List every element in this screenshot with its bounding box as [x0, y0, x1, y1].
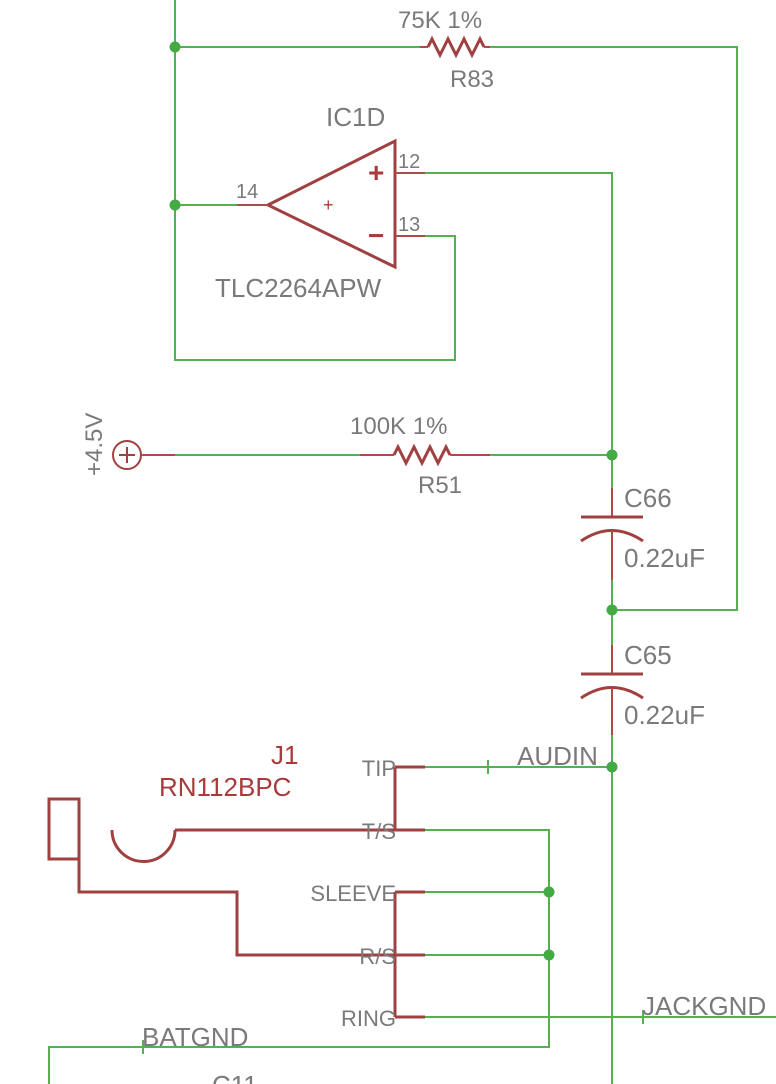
opamp-pin14-label: 14	[236, 181, 258, 203]
opamp-plus-sign: +	[368, 157, 384, 188]
junctions	[169, 41, 618, 961]
jack-j1: J1 RN112BPC TIP T/S SLEEVE R/S RING	[47, 740, 425, 1031]
net-labels: AUDIN JACKGND BATGND C11	[142, 741, 766, 1084]
junction-dot	[543, 949, 555, 961]
junction-dot	[169, 41, 181, 53]
jack-tip-hook	[110, 829, 177, 863]
j1-part-label: RN112BPC	[159, 772, 291, 802]
jack-pin-label-ring: RING	[341, 1006, 396, 1031]
jack-body-line	[77, 859, 395, 957]
c66-plate-curved	[580, 529, 644, 543]
junction-dot	[606, 761, 618, 773]
opamp-minus-sign: −	[368, 220, 384, 251]
r83-name-label: R83	[450, 66, 494, 93]
opamp-triangle	[264, 138, 397, 270]
jack-pin-label-rs: R/S	[359, 944, 396, 969]
opamp-center-mark: +	[323, 195, 334, 215]
junction-dot	[606, 449, 618, 461]
resistor-r83-zigzag	[426, 35, 486, 59]
opamp-pin13-label: 13	[398, 214, 420, 236]
c65-plate-curved	[580, 686, 644, 700]
capacitor-c65: C65 0.22uF	[580, 640, 705, 735]
resistor-r83: 75K 1% R83	[398, 7, 494, 93]
r51-value-label: 100K 1%	[350, 413, 447, 440]
net-label-audin: AUDIN	[517, 741, 598, 771]
resistor-r51-zigzag	[392, 443, 452, 467]
junction-dot	[543, 886, 555, 898]
capacitor-c66: C66 0.22uF	[580, 483, 705, 580]
wires	[48, 0, 776, 1084]
jack-pin-label-ts: T/S	[362, 819, 396, 844]
junction-dot	[606, 604, 618, 616]
net-label-partial: C11	[212, 1070, 258, 1084]
c66-value-label: 0.22uF	[624, 543, 705, 573]
jack-sleeve-box	[47, 797, 81, 861]
supply-4v5: +4.5V	[81, 413, 175, 476]
net-label-jackgnd: JACKGND	[642, 991, 766, 1021]
j1-name-label: J1	[271, 740, 298, 770]
jack-pin-label-tip: TIP	[362, 756, 396, 781]
opamp-part-label: TLC2264APW	[215, 273, 382, 303]
r51-name-label: R51	[418, 472, 462, 499]
c65-value-label: 0.22uF	[624, 700, 705, 730]
c66-name-label: C66	[624, 483, 672, 513]
resistor-r51: 100K 1% R51	[350, 413, 490, 499]
jack-pin-label-sleeve: SLEEVE	[310, 881, 396, 906]
net-label-batgnd: BATGND	[142, 1022, 248, 1052]
r83-value-label: 75K 1%	[398, 7, 482, 34]
junction-dot	[169, 199, 181, 211]
c65-name-label: C65	[624, 640, 672, 670]
opamp-pin12-label: 12	[398, 151, 420, 173]
supply-label: +4.5V	[81, 413, 108, 476]
opamp-title-label: IC1D	[326, 102, 385, 132]
opamp-ic1d: IC1D TLC2264APW 14 12 13 + − +	[215, 102, 425, 303]
